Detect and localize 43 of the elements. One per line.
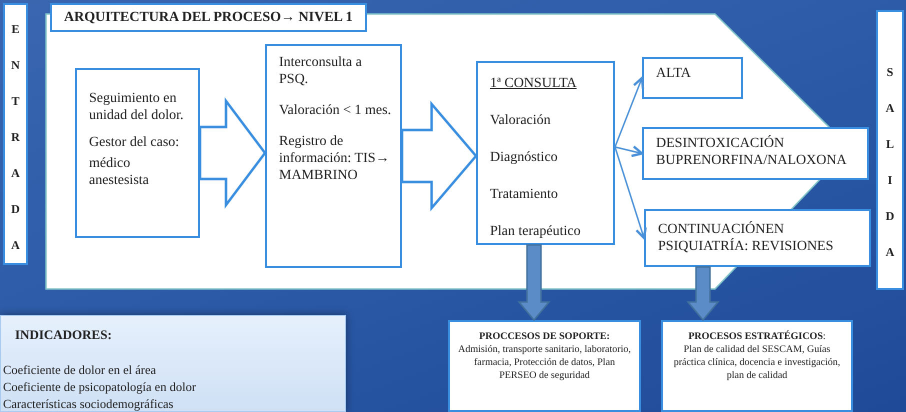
heading: INDICADORES:	[14, 326, 112, 343]
indicator-text: Coeficiente de dolor en el área	[3, 362, 156, 379]
process-box	[265, 44, 402, 268]
description: Admisión, transporte sanitario, laboratorio, farmacia, Protección de datos, Plan PERSEO de seguridad	[457, 343, 632, 382]
block-arrow	[517, 244, 551, 322]
step-text: Valoración	[490, 112, 551, 129]
process-box	[661, 320, 853, 412]
block-arrow	[686, 266, 720, 322]
arrow	[614, 146, 647, 240]
step-text: Tratamiento	[490, 186, 558, 203]
step-text: ALTA	[656, 65, 691, 82]
process-box	[642, 57, 743, 99]
block-arrow	[198, 97, 267, 209]
process-box	[75, 68, 200, 238]
arrow	[614, 145, 644, 158]
step-text: Seguimiento en unidad del dolor.	[89, 90, 184, 124]
side-label: ENTRADA	[10, 21, 21, 254]
step-text: médico anestesista	[89, 155, 150, 189]
side-label-box	[3, 3, 28, 265]
step-text: DESINTOXICACIÓN BUPRENORFINA/NALOXONA	[656, 135, 848, 169]
step-text: Valoración < 1 mes.	[279, 102, 392, 119]
step-text: Registro de información: TIS→ MAMBRINO	[279, 133, 391, 184]
indicator-text: Coeficiente de psicopatología en dolor	[3, 379, 196, 396]
arrow	[614, 76, 644, 148]
step-text: Diagnóstico	[490, 149, 558, 166]
heading: PROCESOS ESTRATÉGICOS:	[687, 330, 827, 343]
indicators-panel	[0, 315, 346, 412]
step-text: Interconsulta a PSQ.	[279, 54, 363, 88]
step-text: CONTINUACIÓNEN PSIQUIATRÍA: REVISIONES	[658, 221, 834, 255]
description: Plan de calidad del SESCAM, Guías práctica clínica, docencia e investigación, plan de calidad	[672, 343, 842, 382]
heading: 1ª CONSULTA	[490, 75, 577, 92]
side-label: SALIDA	[884, 64, 896, 261]
process-box	[644, 209, 871, 267]
indicator-text: Características sociodemográficas	[3, 396, 174, 412]
step-text: Gestor del caso:	[89, 134, 180, 151]
step-text: Plan terapéutico	[490, 223, 581, 240]
process-box	[448, 320, 641, 412]
process-box	[476, 61, 615, 245]
block-arrow	[400, 100, 478, 212]
process-box	[642, 127, 869, 180]
side-label-box	[876, 10, 904, 290]
title-tab: ARQUITECTURA DEL PROCESO→ NIVEL 1	[50, 3, 367, 32]
heading: PROCCESOS DE SOPORTE:	[478, 330, 611, 343]
